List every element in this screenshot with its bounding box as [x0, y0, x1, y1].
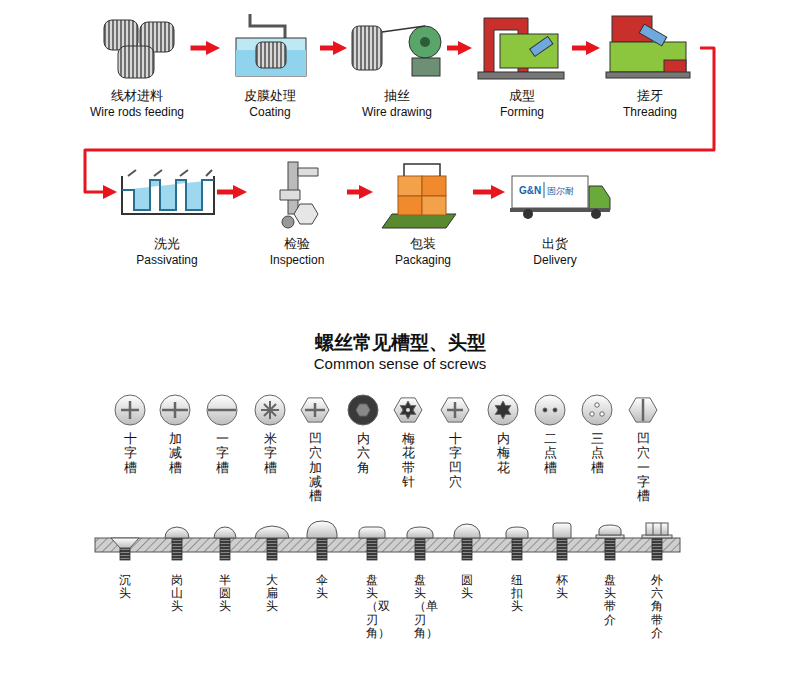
head-type-label: 纽扣头 [511, 574, 523, 614]
step-name: 皮膜处理 [222, 87, 318, 104]
step-name-english: Wire drawing [349, 104, 445, 121]
slot-type-label: 三点槽 [591, 432, 604, 475]
head-type-label: 半圆头 [219, 574, 231, 614]
wire-drawing-icon [352, 26, 441, 76]
step-name: 搓牙 [602, 87, 698, 104]
packaging-icon [382, 164, 456, 228]
coating-tank-icon [236, 14, 306, 76]
step-name-english: Packaging [375, 252, 471, 269]
head-type-label: 圆头 [461, 574, 473, 600]
slot-type-label: 加减槽 [169, 432, 182, 475]
flow-arrow [447, 46, 464, 51]
process-step: 抽丝Wire drawing [349, 15, 445, 121]
step-name-english: Forming [474, 104, 570, 121]
step-name-english: Wire rods feeding [86, 104, 189, 121]
slot-type-label: 内梅花 [497, 432, 510, 475]
flow-arrow [85, 48, 714, 192]
process-step: 皮膜处理Coating [222, 15, 318, 121]
wire-coils-icon [104, 20, 174, 78]
slot-type-label: 十字凹穴 [449, 432, 462, 489]
head-type-label: 盘头带介 [604, 574, 616, 627]
head-type-label: 外六角带介 [651, 574, 663, 640]
step-name-english: Coating [222, 104, 318, 121]
process-step: 搓牙Threading [602, 15, 698, 121]
process-step: 检验Inspection [249, 163, 345, 269]
step-name-english: Passivating [119, 252, 215, 269]
flow-arrow [191, 46, 213, 51]
slot-type-label: 梅花带针 [402, 432, 415, 489]
step-name: 检验 [249, 235, 345, 252]
head-type-label: 盘头（单刃角） [414, 574, 426, 640]
caliper-icon [280, 162, 318, 228]
step-name: 出货 [507, 235, 603, 252]
step-name: 抽丝 [349, 87, 445, 104]
truck-logo: 固尔耐 [547, 185, 574, 198]
head-type-label: 大扁头 [266, 574, 278, 614]
slot-icons [115, 395, 657, 425]
slot-type-label: 凹穴一字槽 [637, 432, 650, 503]
head-type-label: 杯头 [556, 574, 568, 600]
head-type-label: 岗山头 [171, 574, 183, 614]
step-name-english: Threading [602, 104, 698, 121]
slot-type-label: 内六角 [357, 432, 370, 475]
process-step: 出货Delivery [507, 163, 603, 269]
step-name: 洗光 [119, 235, 215, 252]
process-step: 洗光Passivating [119, 163, 215, 269]
slot-type-label: 二点槽 [544, 432, 557, 475]
step-name-english: Inspection [249, 252, 345, 269]
step-name-english: Delivery [507, 252, 603, 269]
passivating-tanks-icon [122, 170, 214, 214]
forming-press-icon [478, 18, 564, 79]
slot-type-label: 十字槽 [124, 432, 137, 475]
diagram-title: 螺丝常见槽型、头型 [315, 330, 486, 356]
flow-arrow [217, 190, 239, 195]
process-step: 包装Packaging [375, 163, 471, 269]
slot-type-label: 凹穴加减槽 [309, 432, 322, 503]
slot-type-label: 米字槽 [264, 432, 277, 475]
truck-icon [510, 176, 610, 219]
slot-type-label: 一字槽 [216, 432, 229, 475]
flow-arrow [473, 190, 497, 195]
process-step: 线材进料Wire rods feeding [86, 15, 189, 121]
head-type-label: 伞头 [316, 574, 328, 600]
step-name: 包装 [375, 235, 471, 252]
process-step: 成型Forming [474, 15, 570, 121]
flow-arrow [320, 46, 339, 51]
step-name: 线材进料 [86, 87, 189, 104]
step-name: 成型 [474, 87, 570, 104]
flow-arrow [572, 46, 592, 51]
head-type-label: 盘头（双刃角） [366, 574, 378, 640]
subtitle: Common sense of screws [314, 355, 487, 372]
head-type-label: 沉头 [119, 574, 131, 600]
truck-logo: G&N [519, 185, 541, 196]
screw-plate [95, 521, 680, 560]
threading-machine-icon [606, 16, 690, 78]
flow-arrow [347, 190, 365, 195]
